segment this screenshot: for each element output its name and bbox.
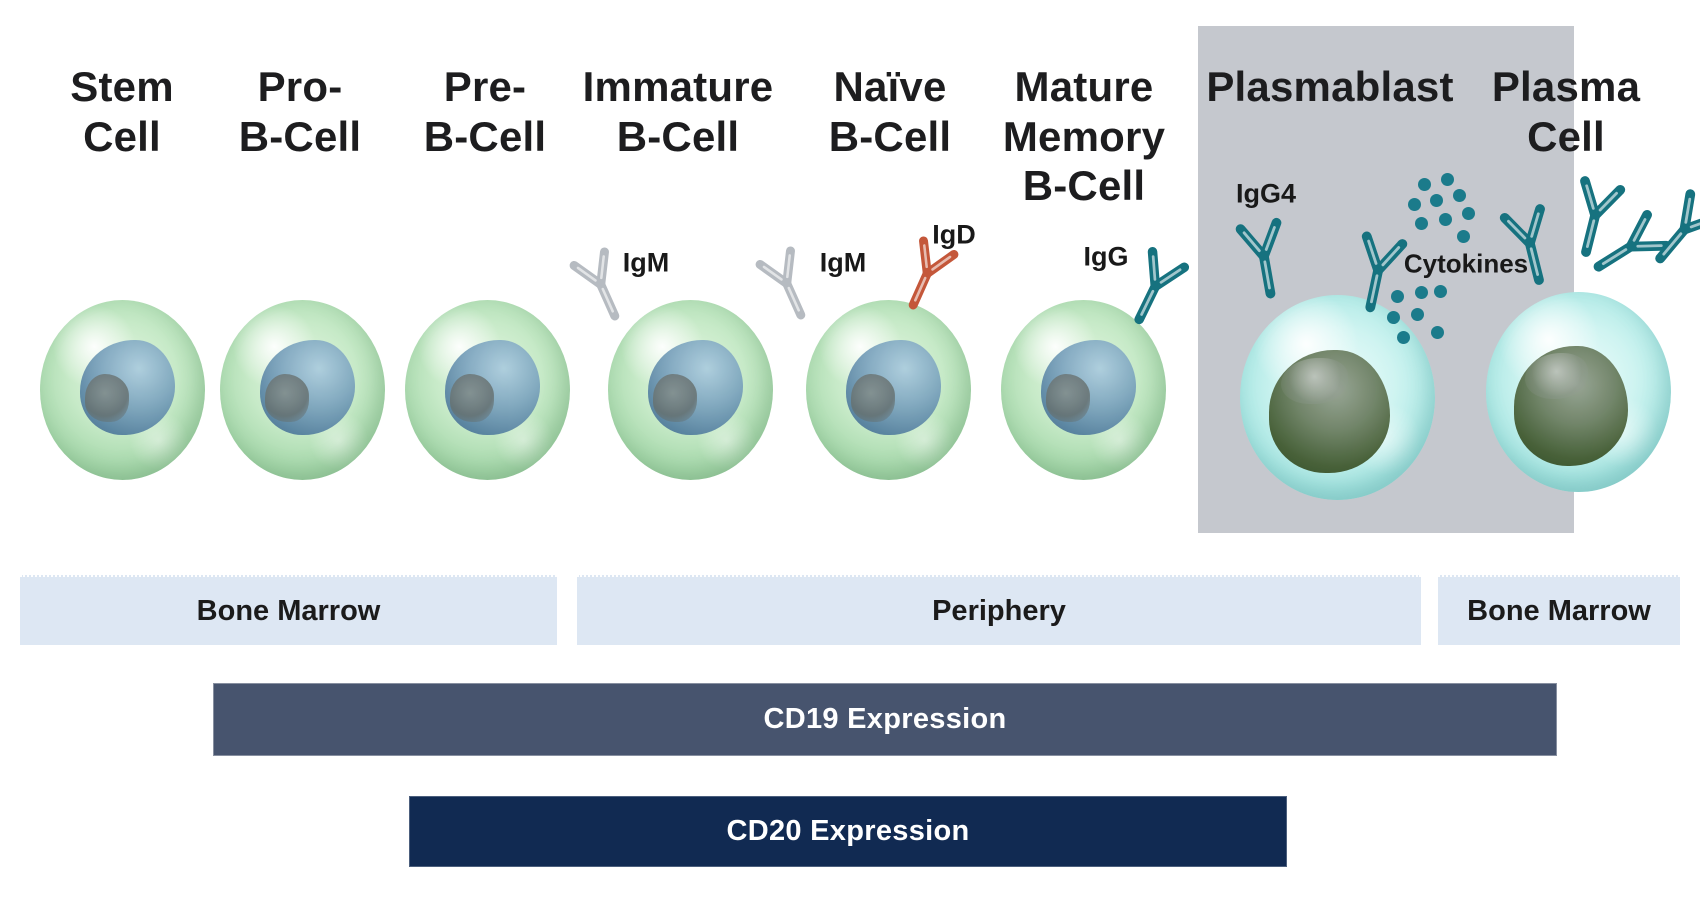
cytokine-dot xyxy=(1387,311,1400,324)
stage-label-mature-memory-b-cell: Mature Memory B-Cell xyxy=(934,62,1234,211)
cytokine-dot xyxy=(1431,326,1444,339)
mature-memory-b-cell-graphic xyxy=(1001,300,1166,480)
cell-nucleus xyxy=(1513,346,1629,466)
cytokine-dot xyxy=(1397,331,1410,344)
bone-marrow-bar-left: Bone Marrow xyxy=(20,575,557,645)
stage-line: Mature xyxy=(1014,63,1154,110)
stage-label-pre-b-cell: Pre- B-Cell xyxy=(335,62,635,161)
immature-b-cell-graphic xyxy=(608,300,773,480)
periphery-label: Periphery xyxy=(932,594,1066,627)
igm-label: IgM xyxy=(819,247,867,278)
cytokine-dot xyxy=(1457,230,1470,243)
cytokines-label: Cytokines xyxy=(1403,248,1529,279)
stage-line: Pro- xyxy=(257,63,343,110)
stage-line: Stem xyxy=(70,63,174,110)
cell-nucleus xyxy=(259,339,356,435)
cell-nucleus xyxy=(1269,350,1391,474)
periphery-bar: Periphery xyxy=(577,575,1421,645)
stem-cell-graphic xyxy=(40,300,205,480)
plasmablast-cell-graphic xyxy=(1240,295,1435,500)
stage-line: Naïve xyxy=(833,63,947,110)
stage-line: Memory xyxy=(1002,112,1166,160)
bone-marrow-label: Bone Marrow xyxy=(1467,594,1651,627)
cytokine-dot xyxy=(1418,178,1431,191)
stage-line: B-Cell xyxy=(616,112,740,160)
stage-line: Pre- xyxy=(443,63,527,110)
cytokine-dot xyxy=(1430,194,1443,207)
plasma-cell-graphic xyxy=(1486,292,1671,492)
igg-label: IgG xyxy=(1083,241,1129,272)
stage-label-plasmablast: Plasmablast xyxy=(1180,62,1480,112)
igm-label: IgM xyxy=(622,247,670,278)
stage-label-pro-b-cell: Pro- B-Cell xyxy=(150,62,450,161)
cytokine-dot xyxy=(1415,286,1428,299)
stage-line: Plasmablast xyxy=(1206,63,1454,110)
cytokine-dot xyxy=(1415,217,1428,230)
cytokine-dot xyxy=(1434,285,1447,298)
igg4-label: IgG4 xyxy=(1235,178,1297,209)
bone-marrow-bar-right: Bone Marrow xyxy=(1438,575,1680,645)
stage-line: B-Cell xyxy=(423,112,547,160)
stage-label-stem-cell: Stem Cell xyxy=(0,62,272,161)
stage-label-naive-b-cell: Naïve B-Cell xyxy=(740,62,1040,161)
stage-line: Cell xyxy=(83,112,161,160)
bone-marrow-label: Bone Marrow xyxy=(196,594,381,627)
cell-nucleus xyxy=(647,339,744,435)
pro-b-cell-graphic xyxy=(220,300,385,480)
stage-line: B-Cell xyxy=(1022,162,1146,210)
cd20-expression-label: CD20 Expression xyxy=(726,815,970,847)
cell-nucleus xyxy=(1040,339,1137,435)
stage-line: Immature xyxy=(582,63,774,110)
stage-line: Plasma xyxy=(1491,63,1641,110)
stage-label-plasma-cell: Plasma Cell xyxy=(1416,62,1700,161)
stage-line: Cell xyxy=(1527,112,1605,160)
cd19-expression-bar: CD19 Expression xyxy=(213,683,1557,756)
cytokine-dot xyxy=(1391,290,1404,303)
cytokine-dot xyxy=(1408,198,1421,211)
pre-b-cell-graphic xyxy=(405,300,570,480)
cd20-expression-bar: CD20 Expression xyxy=(409,796,1287,867)
stage-line: B-Cell xyxy=(238,112,362,160)
stage-label-immature-b-cell: Immature B-Cell xyxy=(528,62,828,161)
cell-nucleus xyxy=(79,339,176,435)
cell-nucleus xyxy=(845,339,942,435)
cytokine-dot xyxy=(1439,213,1452,226)
cd19-expression-label: CD19 Expression xyxy=(763,703,1007,735)
cell-nucleus xyxy=(444,339,541,435)
naive-b-cell-graphic xyxy=(806,300,971,480)
cytokine-dot xyxy=(1441,173,1454,186)
stage-line: B-Cell xyxy=(828,112,952,160)
cytokine-dot xyxy=(1462,207,1475,220)
cytokine-dot xyxy=(1411,308,1424,321)
cytokine-dot xyxy=(1453,189,1466,202)
igd-label: IgD xyxy=(932,219,976,250)
